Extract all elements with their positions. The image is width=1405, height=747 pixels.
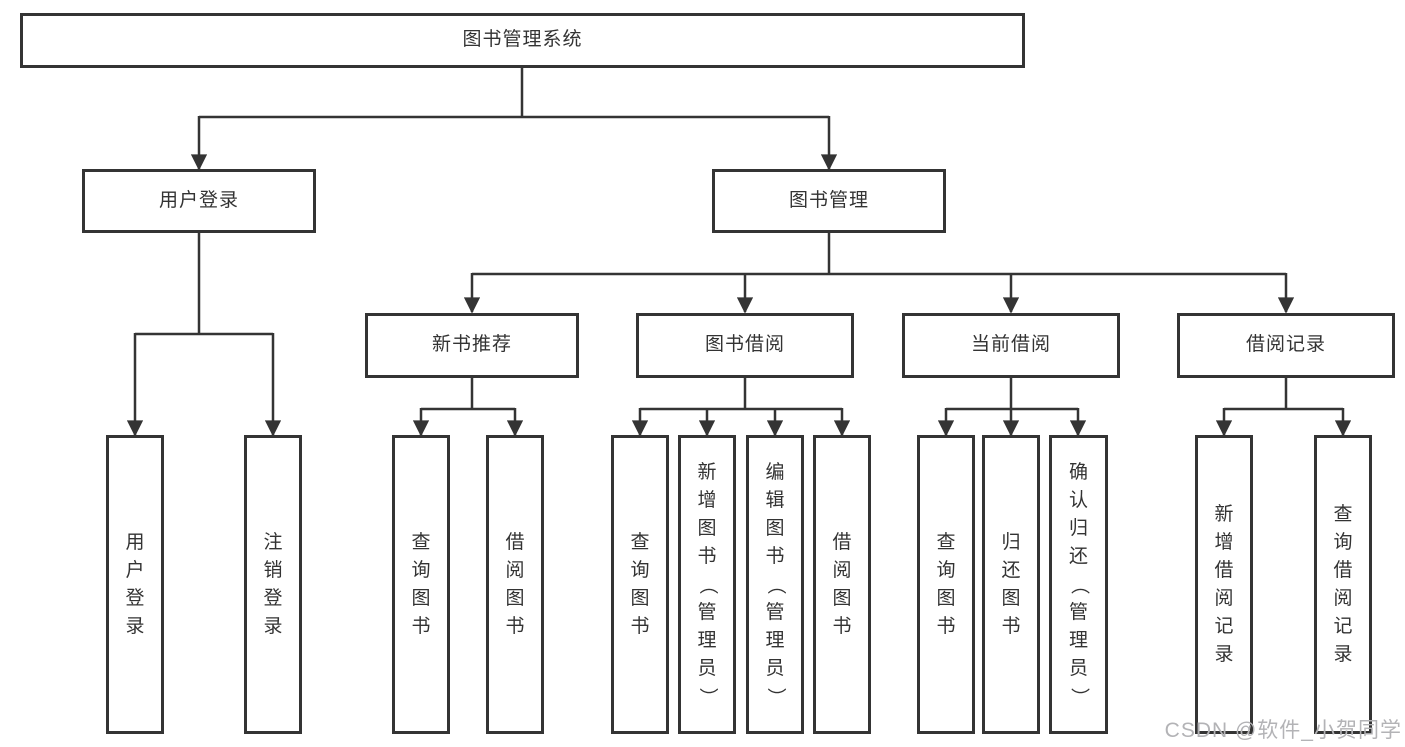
leaf-return-books: 归还图书 xyxy=(982,435,1040,734)
leaf-confirm-return-admin: 确认归还（管理员） xyxy=(1049,435,1108,734)
node-current-borrow: 当前借阅 xyxy=(902,313,1120,378)
node-book-borrow: 图书借阅 xyxy=(636,313,854,378)
branch-current-borrow xyxy=(946,377,1078,411)
node-book-mgmt: 图书管理 xyxy=(712,169,946,233)
leaf-add-borrow-record: 新增借阅记录 xyxy=(1195,435,1253,734)
leaf-user-login: 用户登录 xyxy=(106,435,164,734)
leaf-current-query-books: 查询图书 xyxy=(917,435,975,734)
branch-new-book-rec xyxy=(421,377,515,411)
leaf-borrow-query-books: 查询图书 xyxy=(611,435,669,734)
branch-book-mgmt xyxy=(472,233,1286,276)
leaf-rec-query-books: 查询图书 xyxy=(392,435,450,734)
csdn-watermark: CSDN @软件_小贺同学 xyxy=(1164,719,1402,742)
branch-root xyxy=(199,67,829,119)
node-root: 图书管理系统 xyxy=(20,13,1025,68)
leaf-rec-borrow-books: 借阅图书 xyxy=(486,435,544,734)
branch-user-login xyxy=(135,233,273,336)
leaf-query-borrow-record: 查询借阅记录 xyxy=(1314,435,1372,734)
leaf-add-books-admin: 新增图书（管理员） xyxy=(678,435,736,734)
node-new-book-rec: 新书推荐 xyxy=(365,313,579,378)
branch-borrow-records xyxy=(1224,377,1343,411)
leaf-logout: 注销登录 xyxy=(244,435,302,734)
branch-book-borrow xyxy=(640,377,842,411)
node-borrow-records: 借阅记录 xyxy=(1177,313,1395,378)
leaf-edit-books-admin: 编辑图书（管理员） xyxy=(746,435,804,734)
node-user-login: 用户登录 xyxy=(82,169,316,233)
leaf-borrow-books: 借阅图书 xyxy=(813,435,871,734)
